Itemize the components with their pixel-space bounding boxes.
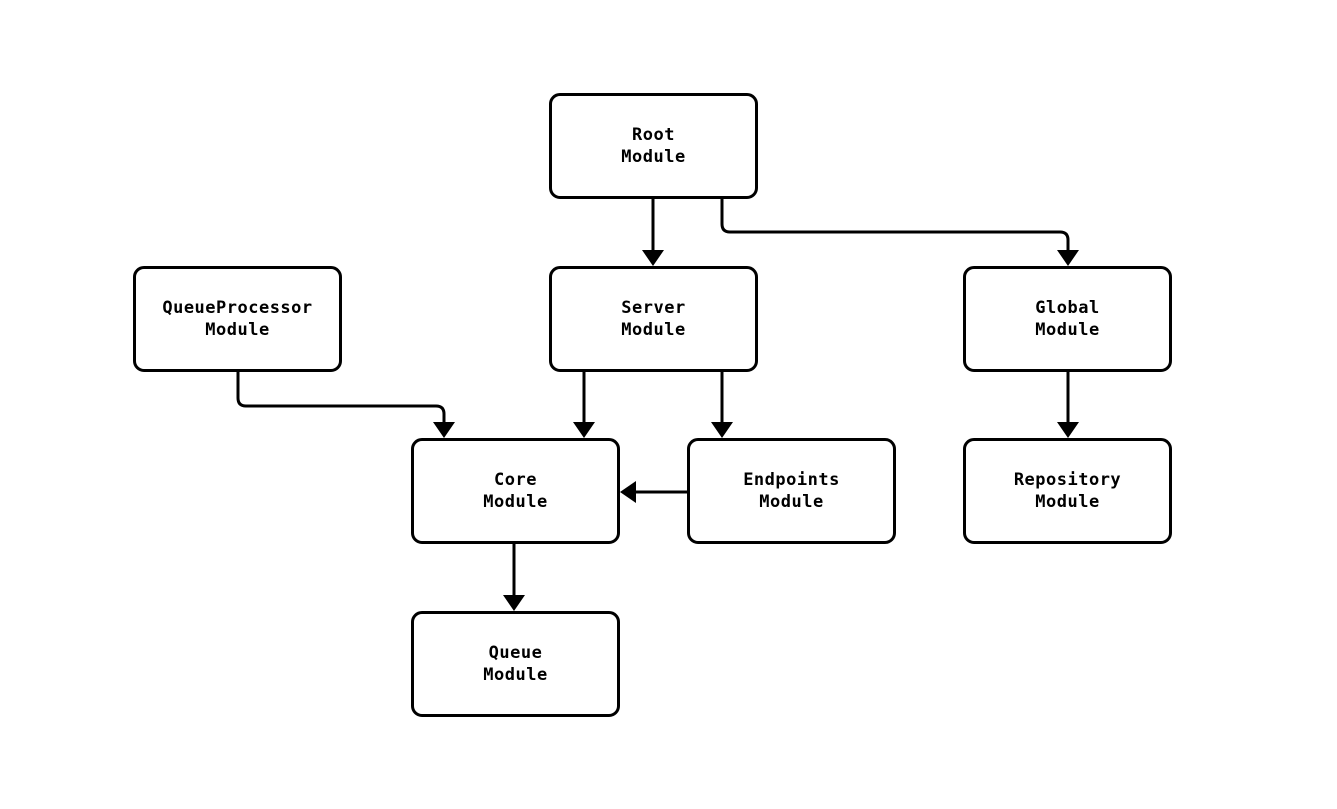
node-root-module: Root Module xyxy=(549,93,758,199)
node-global-module: Global Module xyxy=(963,266,1172,372)
edge-server-endpoints xyxy=(711,372,733,438)
edge-root-global xyxy=(720,199,1079,266)
node-queueprocessor-module: QueueProcessor Module xyxy=(133,266,342,372)
edge-core-queue xyxy=(503,544,525,611)
node-core-module: Core Module xyxy=(411,438,620,544)
edge-queueprocessor-core xyxy=(236,372,455,438)
edge-server-core xyxy=(573,372,595,438)
edge-endpoints-core xyxy=(620,481,687,503)
edge-root-server xyxy=(642,199,664,266)
node-endpoints-module: Endpoints Module xyxy=(687,438,896,544)
edge-global-repository xyxy=(1057,372,1079,438)
node-server-module: Server Module xyxy=(549,266,758,372)
node-repository-module: Repository Module xyxy=(963,438,1172,544)
node-queue-module: Queue Module xyxy=(411,611,620,717)
